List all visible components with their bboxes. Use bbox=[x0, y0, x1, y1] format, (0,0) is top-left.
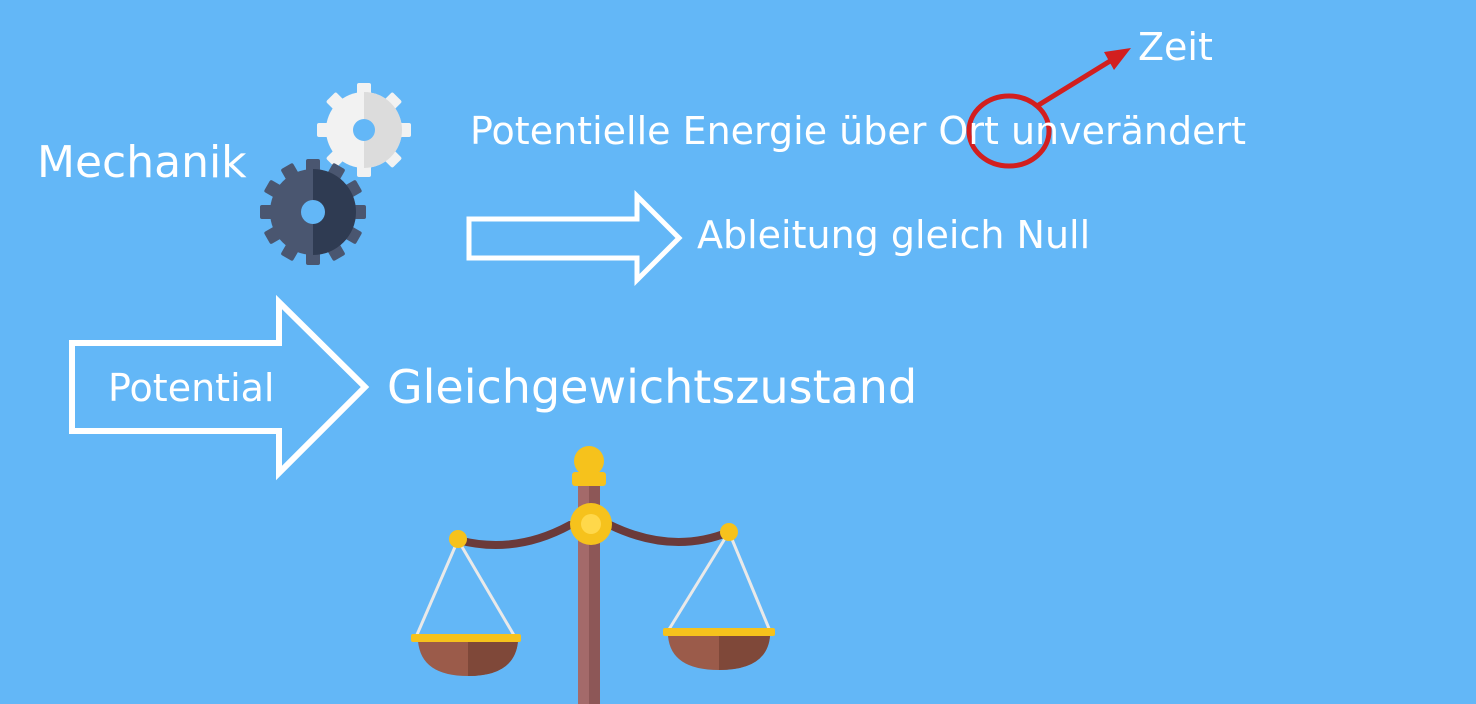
potentielle-energie-text: Potentielle Energie über Ort unverändert bbox=[470, 109, 1246, 153]
gear-icon-dark bbox=[260, 159, 366, 265]
gear-icon-light bbox=[317, 83, 411, 177]
balance-scale-icon bbox=[411, 446, 775, 704]
ableitung-text: Ableitung gleich Null bbox=[697, 213, 1091, 257]
mechanik-label: Mechanik bbox=[37, 137, 247, 188]
zeit-label: Zeit bbox=[1138, 25, 1213, 69]
gleichgewichtszustand-text: Gleichgewichtszustand bbox=[387, 360, 918, 414]
arrow-right-icon-large bbox=[69, 294, 370, 481]
highlight-arrow bbox=[1035, 48, 1131, 109]
arrow-right-icon-small bbox=[466, 189, 683, 287]
highlight-circle bbox=[966, 93, 1052, 169]
potential-label: Potential bbox=[108, 366, 275, 410]
